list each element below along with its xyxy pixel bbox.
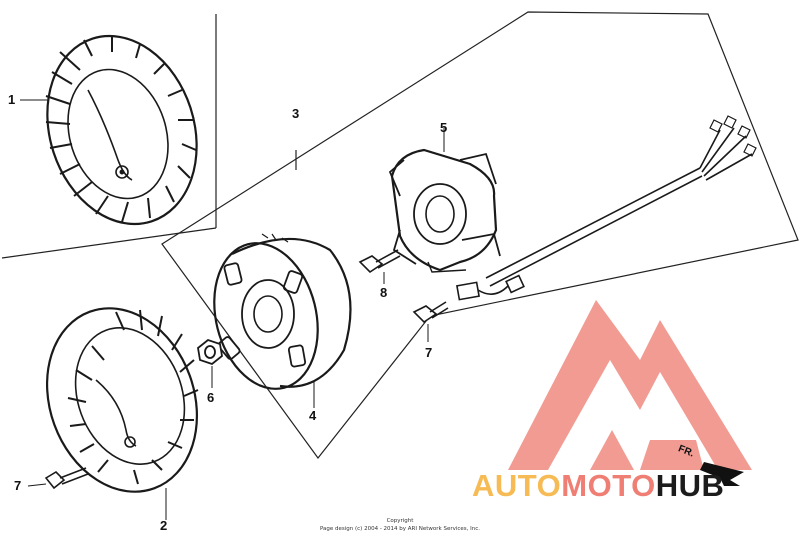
- flange-nut: [197, 338, 223, 388]
- flywheel-rotor: [213, 233, 352, 408]
- copyright-title: Copyright: [386, 518, 414, 524]
- stator-coil: [388, 128, 501, 273]
- watermark-brand: AUTOMOTOHUB: [472, 470, 724, 501]
- watermark-logo-icon: [508, 300, 752, 470]
- brand-part-auto: AUTO: [472, 468, 562, 503]
- direction-arrow-icon: [700, 462, 744, 486]
- callout-5: 5: [440, 120, 448, 135]
- brand-part-moto: MOTO: [561, 468, 656, 503]
- bolt-upper: [412, 301, 449, 342]
- callout-3: 3: [292, 106, 300, 121]
- bolt-lower: [27, 467, 89, 490]
- cooling-fan-lower: [45, 307, 199, 520]
- callout-8: 8: [380, 285, 388, 300]
- section-frame-alternator: [161, 11, 799, 459]
- brand-part-hub: HUB: [655, 468, 725, 503]
- copyright-notice: Page design (c) 2004 - 2014 by ARI Netwo…: [319, 526, 481, 532]
- callout-6: 6: [207, 390, 215, 405]
- flywheel-fan-upper: [20, 34, 198, 226]
- callout-4: 4: [309, 408, 317, 423]
- flange-bolt: [358, 249, 401, 284]
- wire-harness: [456, 115, 757, 301]
- callout-7-lower: 7: [14, 478, 22, 493]
- callout-7-upper: 7: [425, 345, 433, 360]
- callout-2: 2: [160, 518, 168, 533]
- callout-1: 1: [8, 92, 16, 107]
